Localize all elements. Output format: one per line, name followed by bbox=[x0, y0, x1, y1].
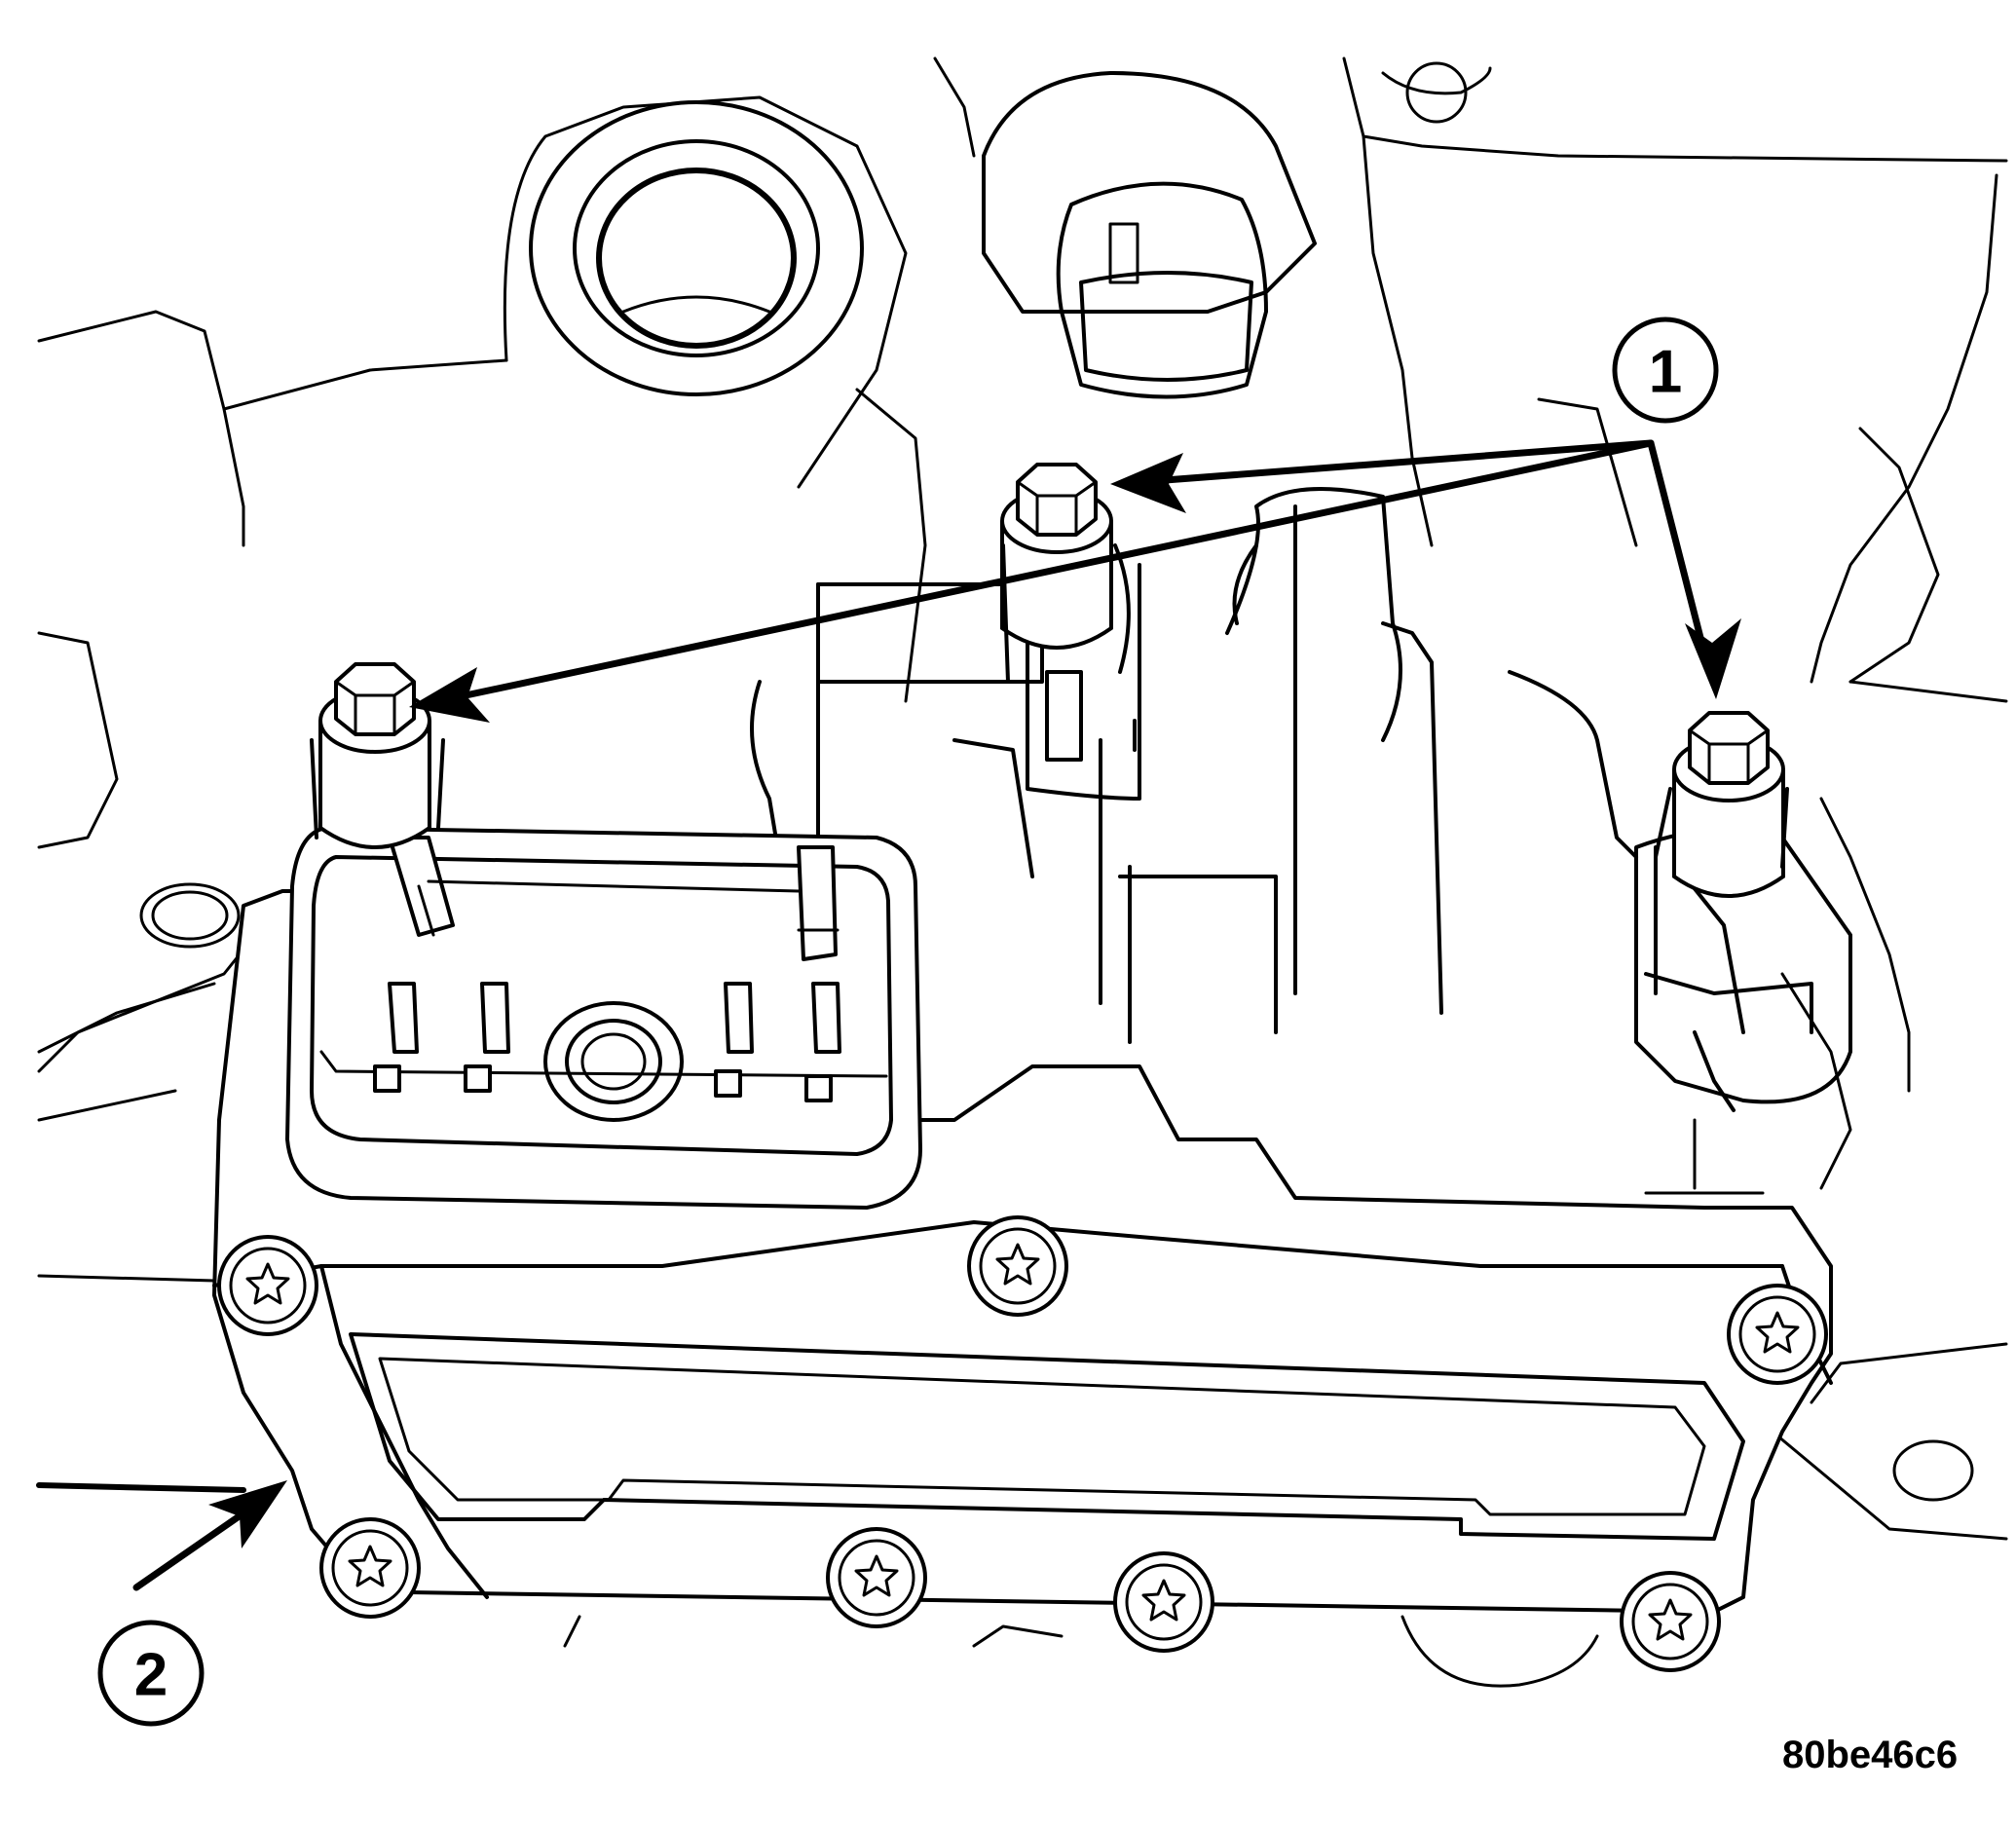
tcm-module bbox=[212, 828, 1852, 1688]
figure-id: 80be46c6 bbox=[1782, 1734, 1958, 1776]
mounting-bolts bbox=[310, 463, 1789, 898]
callout-2-arrow bbox=[36, 1480, 287, 1591]
mounting-bolt-right bbox=[1654, 711, 1789, 898]
callout-1-label: 1 bbox=[1649, 339, 1682, 406]
mounting-bolt-center bbox=[1000, 463, 1131, 684]
callout-2-label: 2 bbox=[134, 1642, 168, 1709]
callout-1: 1 bbox=[1612, 317, 1719, 424]
transmission-housing bbox=[37, 56, 2008, 1541]
callout-2: 2 bbox=[97, 1620, 205, 1727]
mounting-bolt-left bbox=[310, 662, 445, 849]
callout-1-arrows bbox=[409, 439, 1741, 723]
electrical-connector bbox=[285, 826, 922, 1210]
